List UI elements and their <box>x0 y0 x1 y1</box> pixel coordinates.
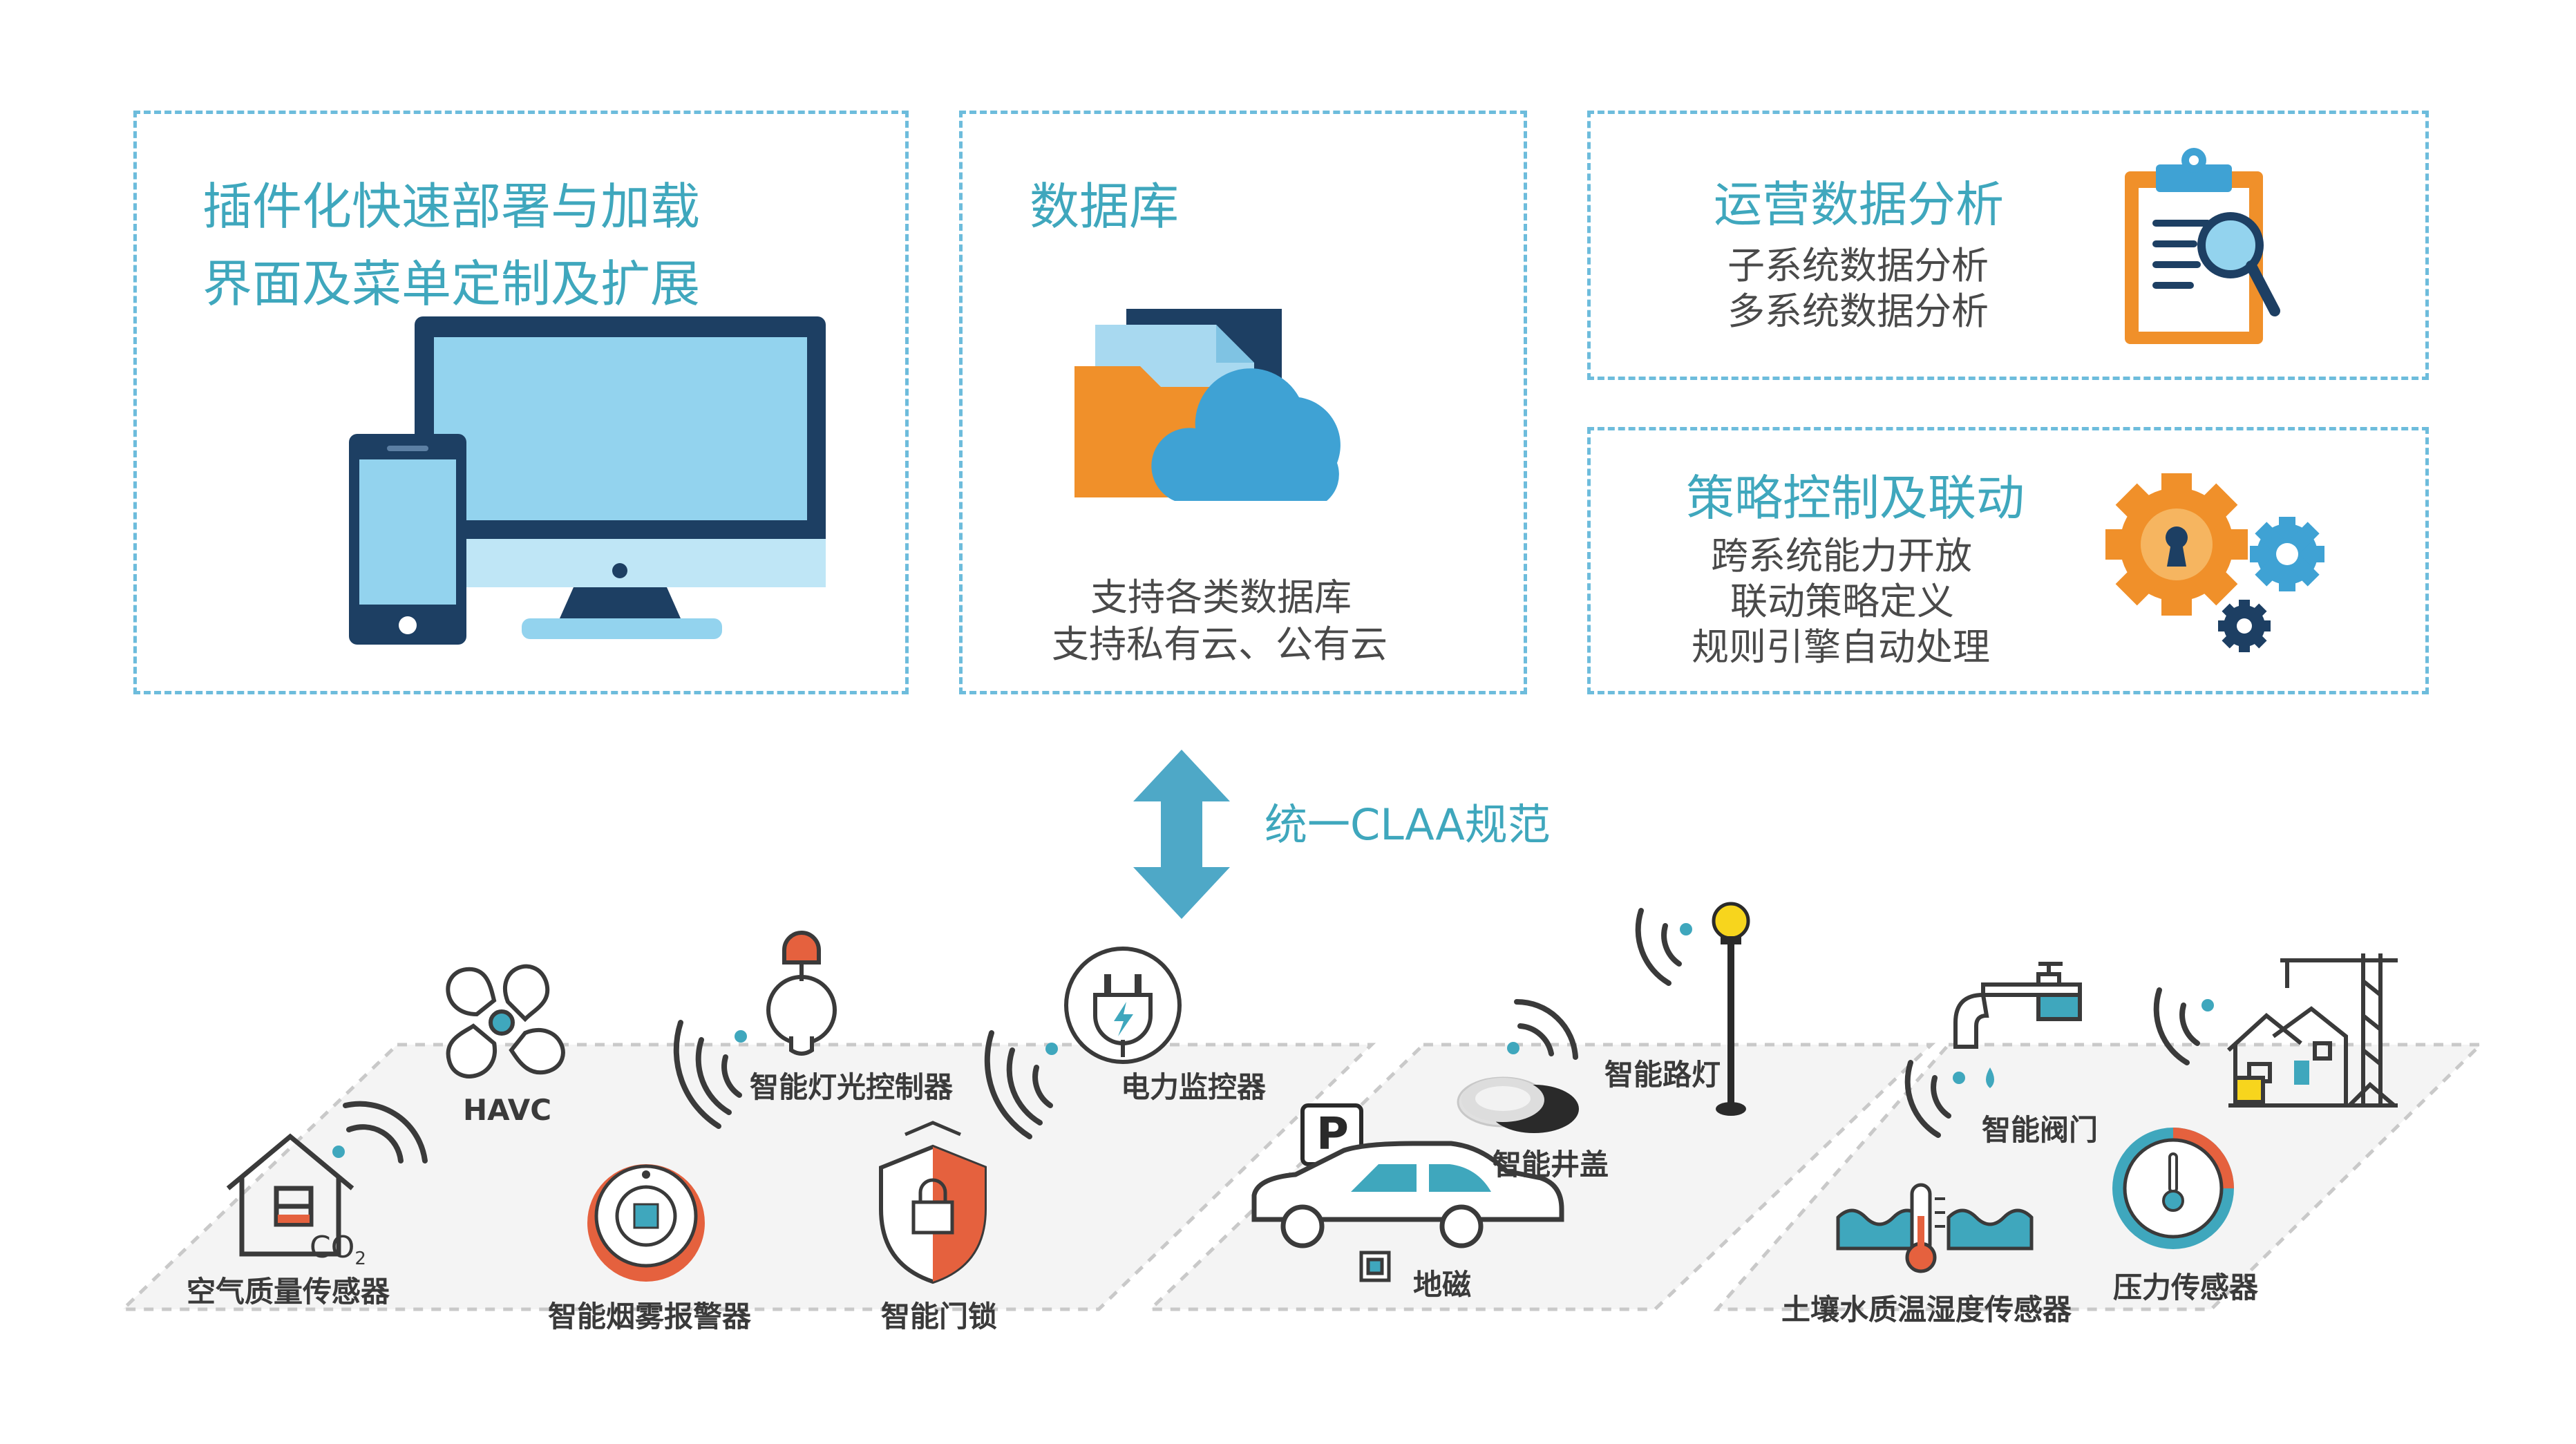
signal-air-quality-icon <box>332 1101 428 1163</box>
label-soil-water: 土壤水质温湿度传感器 <box>1781 1293 2072 1327</box>
panel-database <box>959 111 1527 694</box>
pressure-gauge-icon <box>2112 1128 2234 1249</box>
label-geomagnetic: 地磁 <box>1413 1268 1472 1302</box>
panel-strategy <box>1587 427 2429 694</box>
label-smart-valve: 智能阀门 <box>1982 1113 2099 1147</box>
label-air-quality: 空气质量传感器 <box>187 1275 390 1309</box>
label-co2: CO2 <box>310 1230 366 1269</box>
signal-construction-icon <box>2153 987 2214 1065</box>
parking-letter: P <box>1316 1109 1349 1160</box>
strategy-title: 策略控制及联动 <box>1686 470 2025 526</box>
phone-icon <box>349 434 466 645</box>
strategy-item1: 跨系统能力开放 <box>1711 534 1972 578</box>
co2-text: CO <box>310 1230 355 1265</box>
car-window-rear <box>1429 1164 1491 1192</box>
label-smart-light-ctrl: 智能灯光控制器 <box>750 1070 954 1104</box>
water-drop-icon <box>1986 1067 1994 1088</box>
signal-light-ctrl-icon <box>673 1020 747 1129</box>
label-pressure: 压力传感器 <box>2113 1271 2259 1304</box>
label-street-light: 智能路灯 <box>1604 1058 1721 1092</box>
lock-shield-icon <box>879 1121 987 1284</box>
label-power-monitor: 电力监控器 <box>1121 1070 1267 1104</box>
faucet-icon <box>1953 962 2082 1049</box>
analysis-item1: 子系统数据分析 <box>1727 244 1989 287</box>
deploy-line2: 界面及菜单定制及扩展 <box>202 255 701 313</box>
construction-icon <box>2226 953 2398 1108</box>
label-havc: HAVC <box>463 1093 552 1127</box>
database-desc1: 支持各类数据库 <box>1090 576 1352 619</box>
deploy-line1: 插件化快速部署与加载 <box>202 178 701 236</box>
strategy-item3: 规则引擎自动处理 <box>1692 625 1990 669</box>
analysis-title: 运营数据分析 <box>1714 176 2004 233</box>
street-light-icon <box>1712 902 1750 1116</box>
label-manhole: 智能井盖 <box>1493 1148 1609 1181</box>
database-desc2: 支持私有云、公有云 <box>1052 623 1388 666</box>
panel-deploy <box>133 111 909 694</box>
signal-street-light-icon <box>1635 908 1692 986</box>
label-smart-lock: 智能门锁 <box>881 1300 998 1333</box>
clipboard-analysis-icon <box>2125 148 2280 344</box>
spec-label: 统一CLAA规范 <box>1265 799 1551 850</box>
manhole-icon <box>1457 1076 1579 1133</box>
co2-subscript: 2 <box>354 1248 366 1269</box>
worker-figure <box>2294 1061 2309 1085</box>
fan-icon <box>446 964 565 1079</box>
bulb-icon <box>766 931 837 1056</box>
smoke-alarm-icon <box>587 1164 705 1282</box>
strategy-item2: 联动策略定义 <box>1730 580 1954 623</box>
gears-icon <box>2105 473 2324 652</box>
label-smoke-alarm: 智能烟雾报警器 <box>548 1300 752 1333</box>
folder-cloud-icon <box>1074 309 1341 501</box>
plug-icon <box>1064 947 1182 1064</box>
monitor-icon <box>415 316 826 639</box>
house-red-bar <box>278 1215 310 1223</box>
double-arrow-icon <box>1133 750 1230 919</box>
analysis-item2: 多系统数据分析 <box>1727 289 1989 333</box>
signal-power-icon <box>984 1030 1058 1139</box>
water-thermometer-icon <box>1836 1183 2034 1273</box>
chip-icon <box>1359 1251 1391 1282</box>
database-title: 数据库 <box>1030 178 1180 236</box>
car-window-front <box>1351 1164 1417 1192</box>
house-co2-icon <box>226 1133 354 1257</box>
panel-analysis <box>1587 111 2429 380</box>
platform-left <box>118 1043 1376 1311</box>
signal-valve-icon <box>1904 1060 1965 1138</box>
signal-manhole-icon <box>1507 998 1578 1060</box>
